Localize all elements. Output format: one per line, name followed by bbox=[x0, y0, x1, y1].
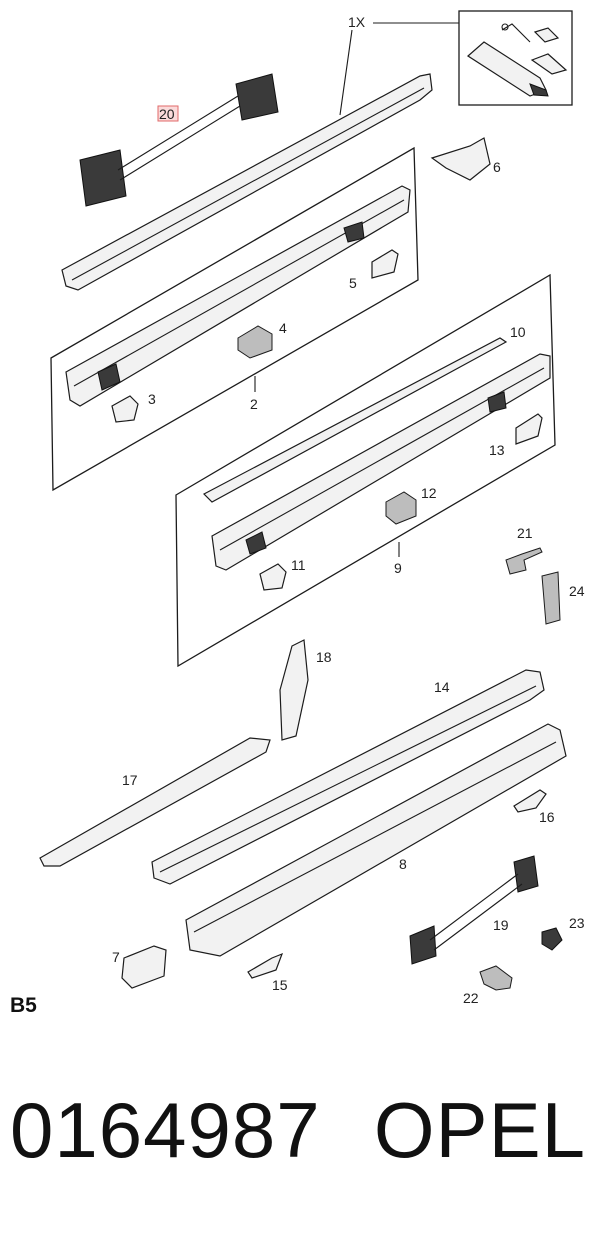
part-19-end-right bbox=[513, 855, 539, 893]
callout-13: 13 bbox=[489, 442, 505, 458]
callout-17: 17 bbox=[122, 772, 138, 788]
kit-box bbox=[458, 10, 573, 106]
part-20-rod bbox=[117, 95, 241, 181]
part-20-bracket-right bbox=[235, 73, 279, 121]
callout-12: 12 bbox=[421, 485, 437, 501]
callout-18: 18 bbox=[316, 649, 332, 665]
part-2-cutout bbox=[97, 363, 121, 391]
part-23-nut bbox=[541, 927, 563, 951]
callout-24: 24 bbox=[569, 583, 585, 599]
part-8-sill bbox=[185, 723, 567, 957]
kit-1x-group: 1X bbox=[339, 10, 573, 116]
part-15-cap bbox=[247, 952, 284, 979]
clip-icon bbox=[533, 27, 560, 43]
part-number: 0164987 bbox=[10, 1086, 321, 1174]
part-2-sill bbox=[65, 185, 411, 407]
part-3-cap bbox=[111, 395, 139, 423]
callout-5: 5 bbox=[349, 275, 357, 291]
part-1-sill bbox=[61, 73, 433, 291]
callout-3: 3 bbox=[148, 391, 156, 407]
callout-21: 21 bbox=[517, 525, 533, 541]
leader-1x-down bbox=[339, 29, 353, 116]
callout-19: 19 bbox=[493, 917, 509, 933]
callout-9: 9 bbox=[394, 560, 402, 576]
parts-diagram: 1X 20 6 5 4 3 2 10 13 bbox=[39, 10, 585, 1006]
part-9-cutout bbox=[245, 531, 267, 555]
callout-10: 10 bbox=[510, 324, 526, 340]
callout-7: 7 bbox=[112, 949, 120, 965]
part-19-bar bbox=[429, 873, 523, 951]
callout-20: 20 bbox=[159, 106, 175, 122]
callout-6: 6 bbox=[493, 159, 501, 175]
tube-cap-icon bbox=[529, 83, 549, 97]
part-14-edge bbox=[159, 685, 537, 873]
part-21-fastener bbox=[505, 547, 543, 575]
callout-15: 15 bbox=[272, 977, 288, 993]
callout-1x: 1X bbox=[348, 14, 366, 30]
part-19-end-left bbox=[409, 925, 437, 965]
part-17-strip bbox=[39, 737, 271, 867]
key-ring-icon bbox=[501, 23, 509, 31]
callout-16: 16 bbox=[539, 809, 555, 825]
part-24-stud bbox=[541, 571, 561, 625]
part-5-cap bbox=[371, 249, 399, 279]
page-label: B5 bbox=[10, 994, 37, 1017]
part-13-cap bbox=[515, 413, 543, 445]
group-2: 5 4 3 2 bbox=[50, 146, 419, 492]
part-2-cutout-right bbox=[343, 221, 365, 243]
part-1-edge bbox=[71, 87, 425, 281]
part-18-trim bbox=[279, 639, 309, 741]
callout-8: 8 bbox=[399, 856, 407, 872]
callout-2: 2 bbox=[250, 396, 258, 412]
part-20-bracket-left bbox=[79, 149, 127, 207]
brand-name: OPEL bbox=[373, 1086, 586, 1174]
adhesive-tube-icon bbox=[467, 41, 547, 97]
part-11-cap bbox=[259, 563, 287, 591]
part-7-endcap bbox=[121, 945, 167, 989]
part-22-fastener bbox=[479, 965, 513, 991]
part-20-group: 20 bbox=[79, 73, 279, 207]
footer: 0164987 OPEL bbox=[0, 1085, 600, 1195]
nozzle-icon bbox=[530, 53, 568, 75]
callout-20-highlight bbox=[157, 105, 179, 122]
key-tool-icon bbox=[501, 23, 531, 43]
part-4-clip bbox=[237, 325, 273, 359]
callout-23: 23 bbox=[569, 915, 585, 931]
part-14-sill bbox=[151, 669, 545, 885]
part-12-clip bbox=[385, 491, 417, 525]
callout-14: 14 bbox=[434, 679, 450, 695]
part-9-sill bbox=[211, 353, 551, 571]
part-10-strip bbox=[203, 337, 508, 503]
part-9-cutout-right bbox=[487, 391, 507, 413]
group-9: 10 13 12 11 9 bbox=[175, 273, 556, 668]
group-2-box bbox=[50, 146, 419, 492]
part-8-edge bbox=[193, 741, 557, 933]
part-16-cap bbox=[513, 789, 547, 813]
callout-11: 11 bbox=[291, 557, 306, 573]
callout-4: 4 bbox=[279, 320, 287, 336]
part-6-bracket bbox=[430, 137, 491, 181]
callout-22: 22 bbox=[463, 990, 479, 1006]
group-9-box bbox=[175, 273, 556, 668]
